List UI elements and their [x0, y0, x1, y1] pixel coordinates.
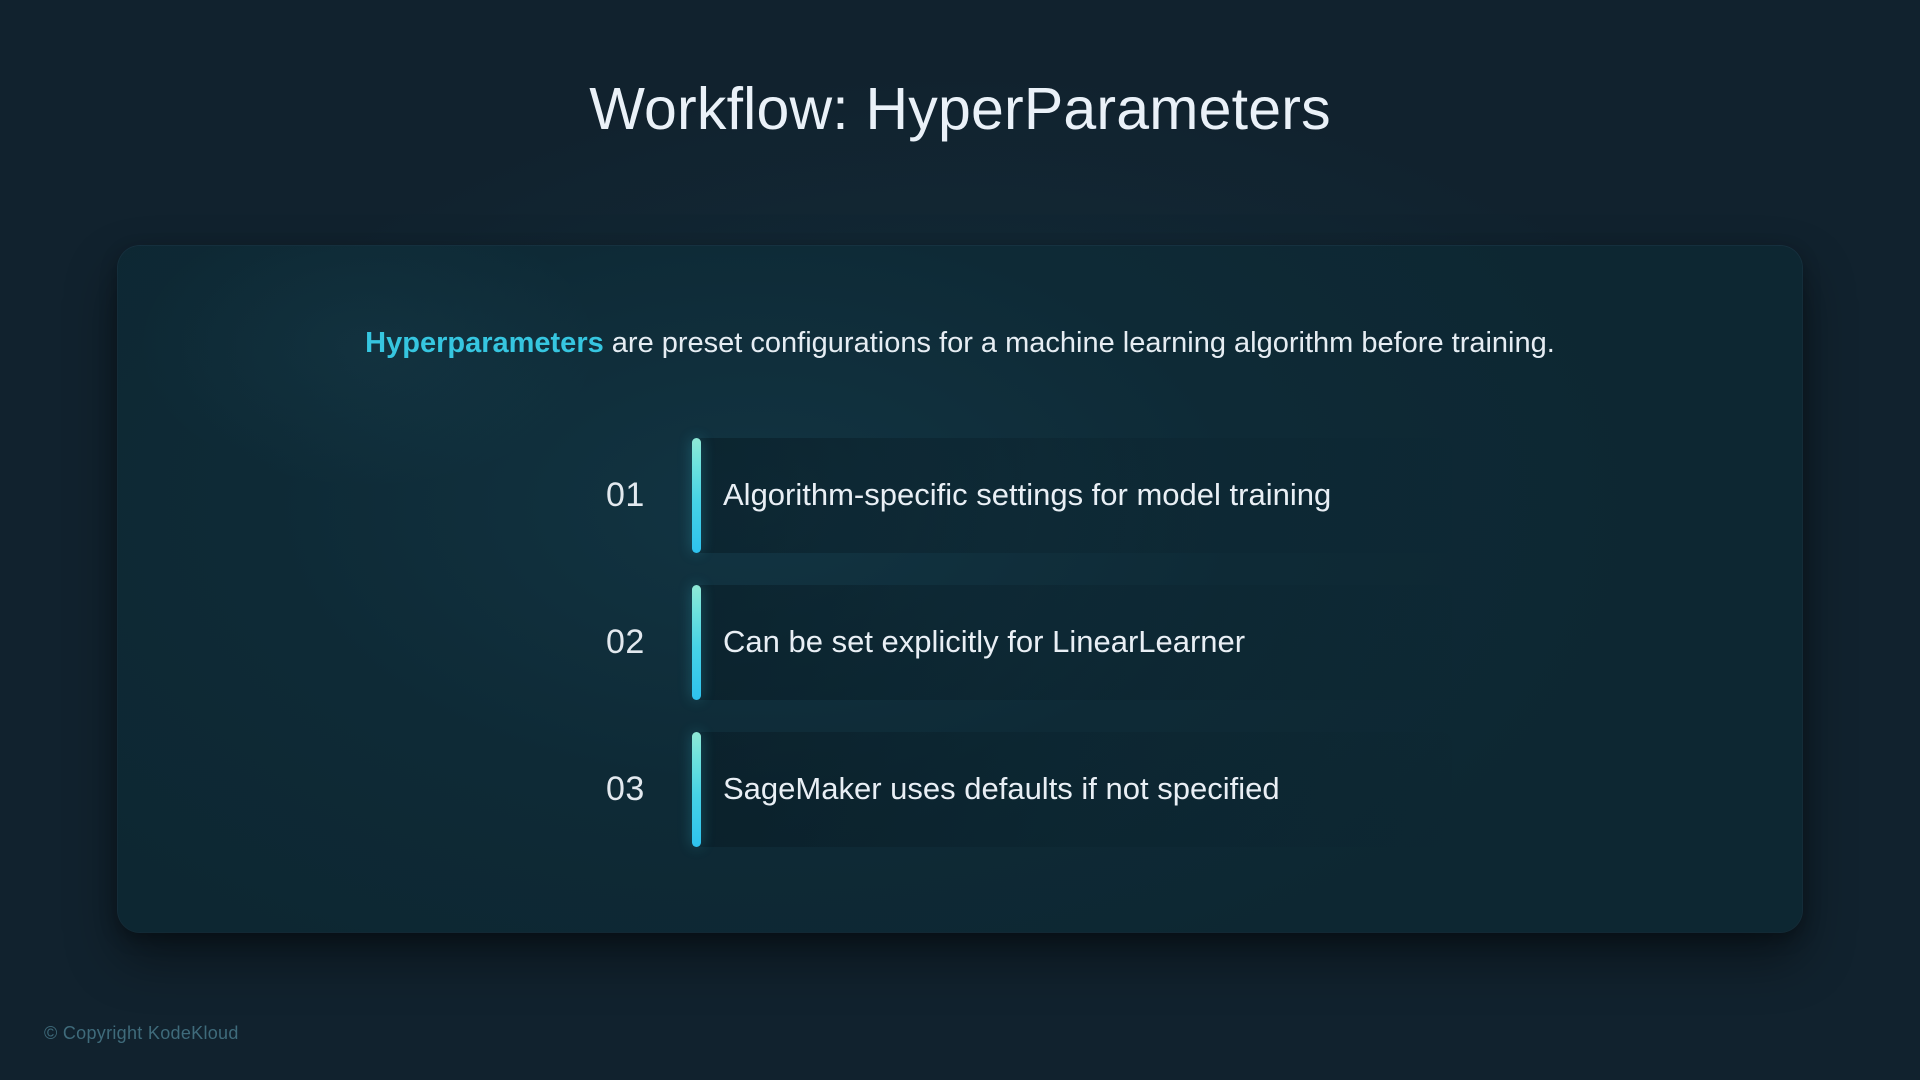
list-item-number: 02 [606, 623, 645, 661]
list-item: 02 Can be set explicitly for LinearLearn… [606, 569, 1756, 716]
list-item-accent-bar [692, 585, 701, 700]
list-item-label: SageMaker uses defaults if not specified [723, 771, 1280, 807]
list-item-label: Algorithm-specific settings for model tr… [723, 477, 1332, 513]
lead-statement: Hyperparameters are preset configuration… [118, 324, 1802, 363]
list-item-number: 01 [606, 476, 645, 514]
points-list: 01 Algorithm-specific settings for model… [606, 422, 1756, 863]
footer-copyright: © Copyright KodeKloud [44, 1023, 239, 1043]
list-item-label: Can be set explicitly for LinearLearner [723, 624, 1246, 660]
list-item-accent-bar [692, 438, 701, 553]
page-title: Workflow: HyperParameters [589, 76, 1331, 142]
list-item-accent-bar [692, 732, 701, 847]
list-item-number: 03 [606, 770, 645, 808]
lead-remainder: are preset configurations for a machine … [603, 327, 1555, 359]
card-sheen [118, 246, 678, 536]
list-item: 03 SageMaker uses defaults if not specif… [606, 716, 1756, 863]
lead-highlight-term: Hyperparameters [365, 327, 604, 359]
content-card: Hyperparameters are preset configuration… [118, 246, 1802, 932]
list-item: 01 Algorithm-specific settings for model… [606, 422, 1756, 569]
